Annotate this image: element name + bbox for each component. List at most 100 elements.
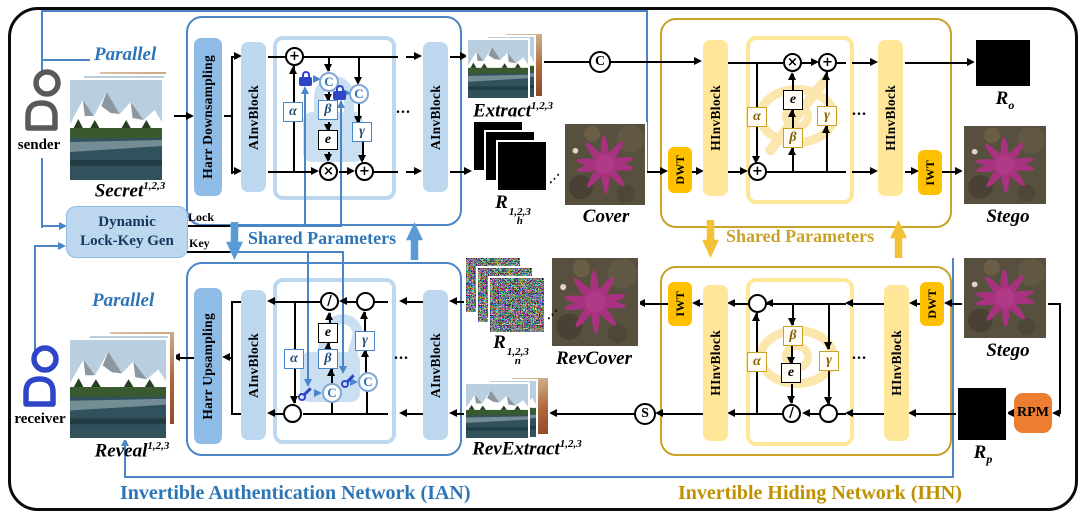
arrow: [787, 396, 795, 404]
rp-image: [958, 388, 1006, 440]
arrow: [347, 167, 355, 175]
line: [735, 413, 782, 415]
line: [331, 369, 333, 383]
multiply-op: ×: [319, 162, 338, 181]
add-op: +: [355, 162, 374, 181]
extract-label: Extract1,2,3: [472, 100, 554, 122]
arrow: [290, 396, 298, 404]
iwt-label: IWT: [672, 291, 687, 317]
line: [557, 413, 635, 415]
split-circle: S: [634, 403, 656, 425]
line: [1059, 303, 1061, 414]
rp-label: Rp: [973, 442, 993, 466]
hinvblock-label: HInvBlock: [707, 330, 723, 396]
line: [611, 61, 695, 63]
secret-label: Secret1,2,3: [94, 180, 166, 202]
arrow: [788, 147, 796, 155]
arrow: [449, 409, 457, 417]
circle-op: [748, 294, 767, 313]
line: [826, 72, 828, 107]
line: [304, 88, 306, 226]
line: [836, 62, 846, 64]
line: [942, 171, 956, 173]
line: [792, 147, 794, 172]
line: [268, 56, 285, 58]
iwt-block: IWT: [918, 150, 942, 195]
arrow: [313, 75, 321, 83]
beta-box: β: [783, 326, 803, 346]
arrow: [360, 311, 368, 319]
lock-icon: [298, 71, 313, 86]
line: [645, 171, 661, 173]
stego-in-label: Stego: [986, 340, 1030, 361]
beta-box: β: [318, 100, 338, 120]
line: [450, 56, 461, 58]
line: [735, 303, 748, 305]
arrow: [692, 299, 700, 307]
line: [41, 10, 43, 72]
generator-line1: Dynamic: [98, 214, 156, 231]
line: [231, 302, 233, 415]
line: [186, 225, 230, 227]
line: [224, 115, 232, 117]
alpha-box: α: [747, 352, 767, 372]
concat-op: C: [349, 84, 369, 104]
line: [340, 101, 342, 226]
line: [268, 171, 312, 173]
arrow: [740, 167, 748, 175]
line: [837, 413, 846, 415]
arrow: [337, 100, 345, 108]
ellipsis: ...: [852, 346, 867, 363]
arrow: [788, 72, 796, 80]
arrow: [955, 167, 963, 175]
line: [43, 59, 90, 61]
arrow: [802, 409, 810, 417]
line: [645, 303, 669, 305]
arrow: [824, 342, 832, 350]
arrow: [121, 438, 129, 446]
sender-icon: [25, 69, 61, 131]
line: [303, 413, 388, 415]
arrow: [660, 167, 668, 175]
arrow: [811, 58, 819, 66]
lock-key-generator: Dynamic Lock-Key Gen: [66, 206, 188, 258]
arrow: [460, 52, 468, 60]
arrow: [314, 389, 322, 397]
key-icon: [298, 386, 313, 401]
ainvblock-3: AInvBlock: [241, 290, 266, 440]
line: [358, 57, 360, 77]
stego-out-label: Stego: [986, 206, 1030, 227]
secret-image-1: [70, 80, 162, 180]
arrow: [301, 86, 309, 94]
line: [1046, 303, 1060, 305]
line: [231, 56, 236, 58]
harr-downsampling-label: Harr Downsampling: [200, 55, 215, 179]
line: [275, 301, 320, 303]
line: [362, 142, 364, 160]
revcover-image: [552, 258, 638, 346]
beta-box: β: [783, 128, 803, 148]
arrow: [414, 167, 422, 175]
line: [457, 301, 466, 303]
arrow: [655, 409, 663, 417]
arrow: [325, 312, 333, 320]
iwt-block-2: IWT: [668, 282, 692, 326]
line: [124, 476, 954, 478]
arrow: [637, 299, 645, 307]
lock-icon: [332, 85, 347, 100]
arrow: [824, 397, 832, 405]
line: [853, 303, 884, 305]
arrow: [822, 125, 830, 133]
arrow: [324, 124, 332, 132]
arrow: [1052, 409, 1060, 417]
arrow: [354, 77, 362, 85]
line: [792, 74, 794, 91]
gamma-box: γ: [819, 351, 839, 371]
ainvblock-label: AInvBlock: [245, 84, 261, 150]
arrow: [172, 353, 180, 361]
stack-dots: ⋰: [549, 173, 560, 185]
line: [230, 225, 342, 227]
hinvblock-label: HInvBlock: [882, 85, 898, 151]
parallel-bottom: Parallel: [92, 290, 155, 311]
